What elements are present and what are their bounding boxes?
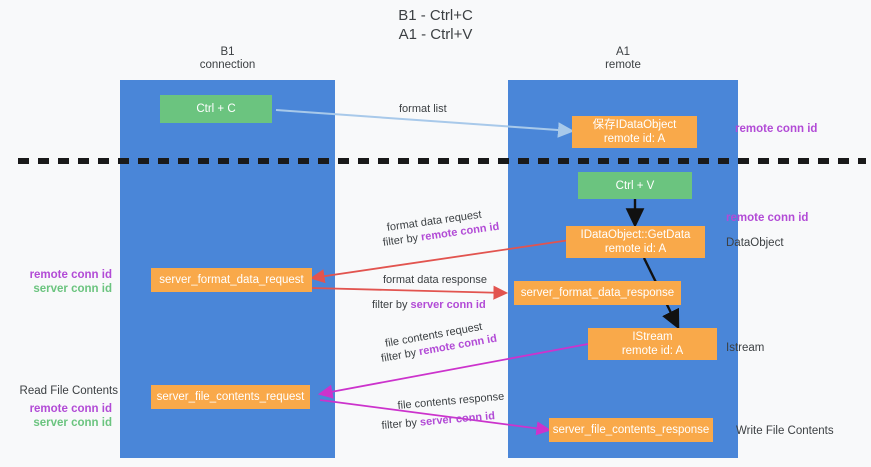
arrow-format-data-response: [311, 285, 509, 300]
node-server-file-contents-request[interactable]: server_file_contents_request: [151, 385, 310, 409]
title-line-2: A1 - Ctrl+V: [398, 26, 473, 43]
filter-prefix-1: filter by: [382, 231, 422, 249]
node-save-idataobject-line2: remote id: A: [603, 133, 666, 145]
left-label-remote-conn-id: remote conn id: [29, 269, 112, 281]
column-header-a1-name: A1: [615, 46, 631, 58]
filter-prefix-2: filter by: [372, 299, 411, 311]
edge-label-format-list: format list: [399, 103, 447, 115]
right-label-istream: Istream: [726, 342, 765, 354]
column-header-b1-name: B1: [220, 46, 235, 58]
node-ctrl-c[interactable]: Ctrl + C: [160, 95, 272, 123]
column-header-b1: B1 connection: [120, 46, 335, 72]
node-save-idataobject[interactable]: 保存IDataObject remote id: A: [572, 116, 697, 148]
right-label-dataobject: DataObject: [726, 237, 784, 249]
filter-prefix-4: filter by: [381, 416, 421, 432]
left-label-read-file-contents: Read File Contents: [19, 385, 118, 397]
node-save-idataobject-line1: 保存IDataObject: [592, 119, 677, 131]
node-ctrl-v[interactable]: Ctrl + V: [578, 172, 692, 199]
left-label-server-conn-id: server conn id: [33, 283, 112, 295]
node-ctrl-c-label: Ctrl + C: [196, 103, 236, 115]
column-header-a1-subtitle: remote: [605, 59, 641, 71]
node-server-format-data-response[interactable]: server_format_data_response: [514, 281, 681, 305]
node-istream-line1: IStream: [632, 331, 673, 343]
right-label-write-file-contents: Write File Contents: [736, 425, 834, 437]
column-header-a1: A1 remote: [508, 46, 738, 72]
column-header-b1-subtitle: connection: [199, 59, 256, 71]
node-idataobject-getdata[interactable]: IDataObject::GetData remote id: A: [566, 226, 705, 258]
node-server-format-data-request[interactable]: server_format_data_request: [151, 268, 312, 292]
node-istream-line2: remote id: A: [621, 345, 684, 357]
edge-label-filter-by-server-conn-id-1: filter by server conn id: [372, 298, 486, 312]
left-label-read-server-conn-id: server conn id: [33, 417, 112, 429]
edge-label-format-data-response: format data response: [383, 274, 487, 286]
right-label-remote-conn-id-top: remote conn id: [735, 123, 818, 135]
filter-key-server-1: server conn id: [410, 299, 486, 311]
node-idataobject-getdata-line1: IDataObject::GetData: [580, 229, 691, 241]
node-ctrl-v-label: Ctrl + V: [615, 179, 655, 192]
title-line-1: B1 - Ctrl+C: [398, 7, 473, 24]
left-label-read-remote-conn-id: remote conn id: [29, 403, 112, 415]
node-idataobject-getdata-line2: remote id: A: [604, 243, 667, 255]
right-label-remote-conn-id-mid: remote conn id: [726, 212, 809, 224]
page-title: B1 - Ctrl+C A1 - Ctrl+V: [0, 6, 871, 44]
node-server-format-data-request-label: server_format_data_request: [159, 274, 304, 286]
node-server-file-contents-response-label: server_file_contents_response: [552, 424, 710, 436]
filter-key-server-2: server conn id: [419, 410, 496, 429]
node-server-file-contents-response[interactable]: server_file_contents_response: [549, 418, 713, 442]
node-server-file-contents-request-label: server_file_contents_request: [156, 391, 305, 403]
node-istream[interactable]: IStream remote id: A: [588, 328, 717, 360]
node-server-format-data-response-label: server_format_data_response: [520, 287, 675, 299]
